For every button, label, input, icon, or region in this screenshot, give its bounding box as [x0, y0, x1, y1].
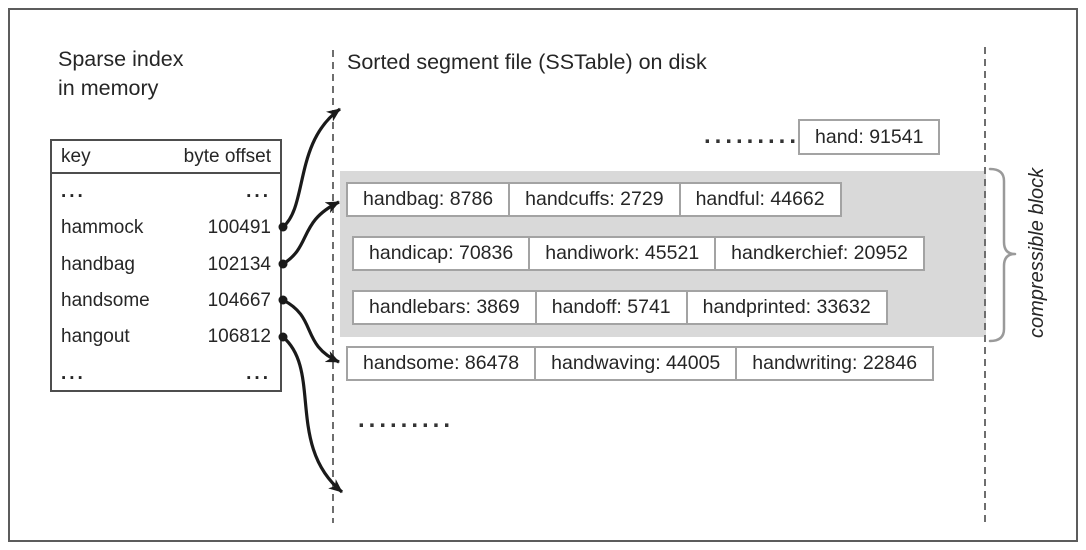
- table-row: hangout 106812: [52, 319, 280, 355]
- ellipsis-dots-bottom: .........: [358, 406, 455, 433]
- sstable-entry: handlebars: 3869: [352, 290, 537, 325]
- ellipsis-dots-top: .........: [704, 122, 801, 149]
- figure-border: [8, 8, 1078, 542]
- offset-cell: 102134: [207, 253, 271, 275]
- key-cell: hammock: [61, 217, 144, 239]
- sstable-block-row-2: handicap: 70836 handiwork: 45521 handker…: [352, 236, 925, 271]
- sstable-block-row-3: handlebars: 3869 handoff: 5741 handprint…: [352, 290, 888, 325]
- sstable-entry-hand: hand: 91541: [798, 119, 941, 155]
- offset-cell: 106812: [207, 326, 271, 348]
- sstable-entry: handbag: 8786: [346, 182, 511, 217]
- sstable-entry: handicap: 70836: [352, 236, 531, 271]
- table-row: ... ...: [52, 356, 280, 392]
- sparse-index-table-body: ... ... hammock 100491 handbag 102134 ha…: [52, 174, 280, 392]
- column-header-byte-offset: byte offset: [183, 145, 271, 167]
- table-row: hammock 100491: [52, 210, 280, 246]
- sstable-block-row-1: handbag: 8786 handcuffs: 2729 handful: 4…: [346, 182, 842, 217]
- sstable-row-4: handsome: 86478 handwaving: 44005 handwr…: [346, 346, 935, 381]
- sstable-entry: handwriting: 22846: [735, 346, 935, 381]
- sstable-entry: handkerchief: 20952: [714, 236, 925, 271]
- table-row: handsome 104667: [52, 283, 280, 319]
- column-header-key: key: [61, 145, 91, 167]
- compressible-block-label: compressible block: [1026, 167, 1048, 338]
- sparse-index-table: key byte offset ... ... hammock 100491 h…: [50, 139, 282, 392]
- key-cell: handsome: [61, 290, 150, 312]
- sparse-index-title-line1: Sparse index: [58, 47, 184, 71]
- key-cell: ...: [61, 362, 86, 384]
- offset-cell: ...: [246, 181, 271, 203]
- table-row: handbag 102134: [52, 247, 280, 283]
- sparse-index-title: Sparse index in memory: [58, 45, 184, 103]
- key-cell: handbag: [61, 253, 135, 275]
- sstable-entry: handprinted: 33632: [685, 290, 888, 325]
- sstable-entry: handful: 44662: [678, 182, 842, 217]
- sstable-entry: handoff: 5741: [534, 290, 688, 325]
- offset-cell: 100491: [207, 217, 271, 239]
- sstable-entry: handcuffs: 2729: [508, 182, 681, 217]
- table-row: ... ...: [52, 174, 280, 210]
- sparse-index-title-line2: in memory: [58, 76, 159, 100]
- sstable-entry: handsome: 86478: [346, 346, 537, 381]
- sstable-entry: handwaving: 44005: [534, 346, 738, 381]
- key-cell: ...: [61, 181, 86, 203]
- offset-cell: 104667: [207, 290, 271, 312]
- offset-cell: ...: [246, 362, 271, 384]
- sstable-entry: handiwork: 45521: [528, 236, 717, 271]
- sstable-title: Sorted segment file (SSTable) on disk: [347, 50, 707, 74]
- key-cell: hangout: [61, 326, 130, 348]
- sparse-index-table-header: key byte offset: [52, 141, 280, 174]
